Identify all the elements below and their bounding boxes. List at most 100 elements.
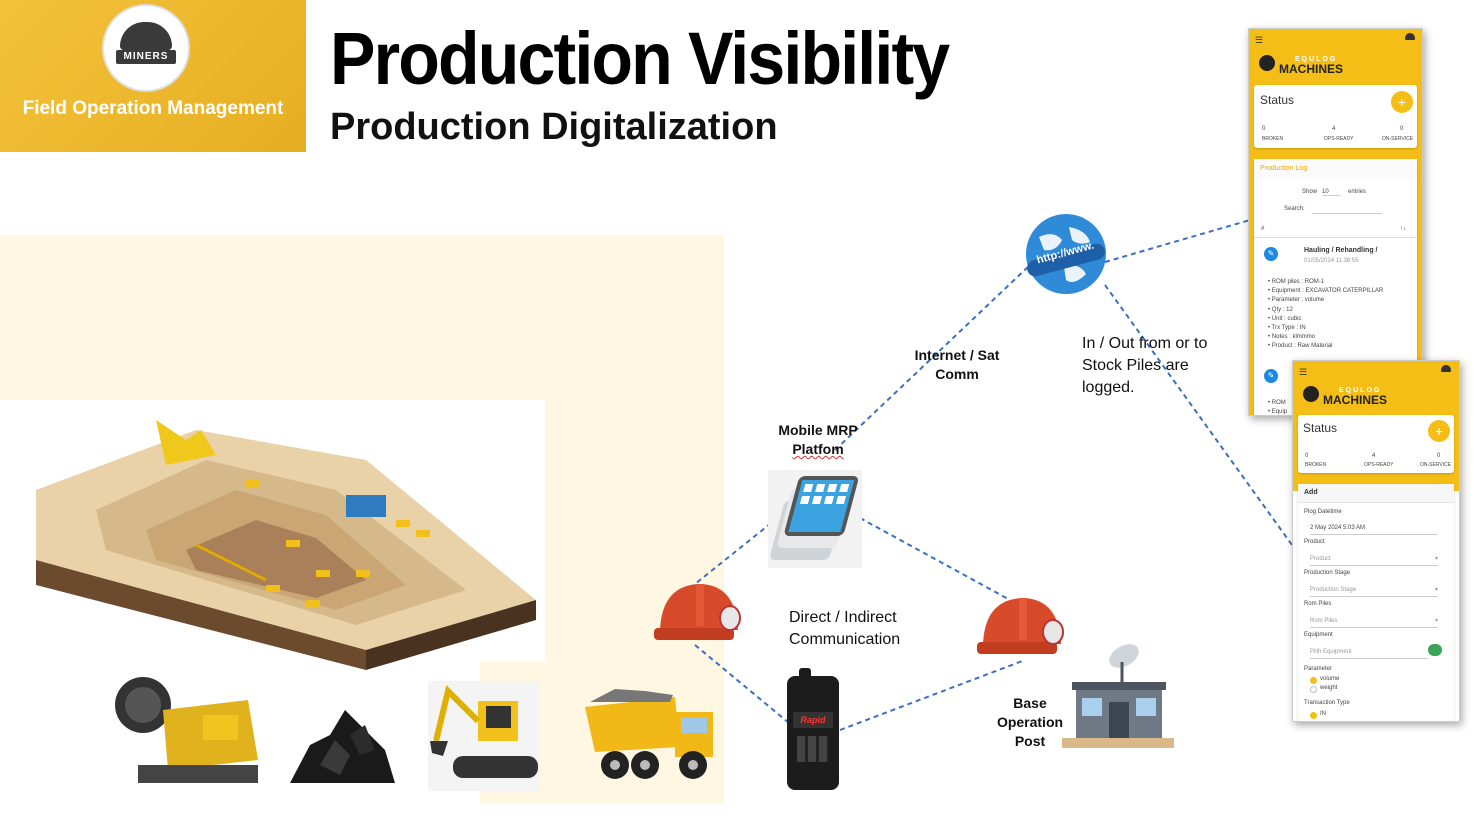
radio-in[interactable] xyxy=(1310,712,1317,719)
add-button[interactable]: + xyxy=(1428,420,1450,442)
brand-name: MACHINES xyxy=(1323,393,1388,407)
on-service-count: 0 xyxy=(1437,453,1441,459)
broken-label: BROKEN xyxy=(1305,462,1327,468)
chevron-down-icon: ▾ xyxy=(1434,556,1438,562)
detail-item: • Notes : klmmmo xyxy=(1268,334,1316,341)
field-worker-helmet-icon xyxy=(654,584,741,640)
detail-item: • Parameter : volume xyxy=(1268,297,1325,304)
equipment-input[interactable]: Pilih Equipment xyxy=(1310,646,1428,659)
dump-truck-image xyxy=(585,689,713,779)
add-button[interactable]: + xyxy=(1391,91,1413,113)
open-pit-mine-illustration xyxy=(36,420,536,670)
equipment-label: Equipment xyxy=(1304,632,1333,638)
broken-count: 0 xyxy=(1305,453,1309,459)
column-hash[interactable]: # xyxy=(1261,226,1265,232)
page-title: Production Visibility xyxy=(330,17,950,100)
parameter-label: Parameter xyxy=(1304,666,1333,672)
radio-weight[interactable] xyxy=(1310,686,1317,693)
helmet-avatar-icon[interactable] xyxy=(1405,33,1415,40)
line-helmet-to-radio xyxy=(694,644,796,729)
continuous-miner-image xyxy=(115,677,258,783)
weight-option: weight xyxy=(1320,685,1338,691)
sort-icon[interactable]: ↑↓ xyxy=(1400,226,1406,232)
internet-globe-icon xyxy=(1026,214,1106,294)
ops-ready-label: OPS-READY xyxy=(1324,136,1354,142)
status-card: Status + 0 BROKEN 4 OPS-READY 0 ON-SERVI… xyxy=(1298,415,1454,473)
entries-select[interactable]: 10 xyxy=(1322,189,1340,196)
volume-option: volume xyxy=(1320,676,1340,682)
mobile-platform-label: Mobile MRP Platfom xyxy=(778,422,858,457)
plog-datetime-label: Plog Datetime xyxy=(1304,509,1342,515)
base-station-building-icon xyxy=(1062,644,1174,748)
internet-label: Internet / Sat Comm xyxy=(914,347,1000,382)
base-operation-post-label: Base Operation Post xyxy=(996,695,1064,749)
brand-top: EQULOG xyxy=(1295,56,1338,63)
brand-top: EQULOG xyxy=(1339,387,1382,394)
in-option: IN xyxy=(1320,711,1326,717)
on-service-label: ON-SERVICE xyxy=(1420,462,1452,468)
two-way-radio-icon: Rapid xyxy=(787,668,839,790)
brand-panel: MINERS Field Operation Management xyxy=(0,0,306,152)
rom-piles-label: Rom Piles xyxy=(1304,601,1332,607)
detail-item: • Trx Type : IN xyxy=(1268,325,1306,332)
detail-item: • Qty : 12 xyxy=(1268,306,1293,313)
entry-details: • ROM piles : ROM-1 • Equipment : EXCAVA… xyxy=(1268,278,1383,352)
ops-ready-count: 4 xyxy=(1332,126,1336,132)
equlog-logo-icon xyxy=(1259,55,1275,71)
line-mobile-to-helmet2 xyxy=(859,517,1011,601)
chevron-down-icon: ▾ xyxy=(1434,587,1438,593)
status-card: Status + 0 BROKEN 4 OPS-READY 0 ON-SERVI… xyxy=(1254,85,1417,148)
logo-text: MINERS xyxy=(116,50,176,64)
coal-pile-image xyxy=(290,710,395,783)
menu-icon[interactable]: ☰ xyxy=(1255,35,1264,45)
add-production-phone: ☰ EQULOG MACHINES Status + 0 BROKEN 4 OP… xyxy=(1292,360,1460,722)
edit-entry-icon[interactable]: ✎ xyxy=(1264,247,1278,261)
edit-entry-icon-2[interactable]: ✎ xyxy=(1264,369,1278,383)
detail-item: • Unit : cubic xyxy=(1268,315,1302,322)
chevron-down-icon: ▾ xyxy=(1434,618,1438,624)
brand-tagline: Field Operation Management xyxy=(22,98,284,119)
equlog-logo-icon xyxy=(1303,386,1319,402)
rom-piles-select[interactable]: Rom Piles▾ xyxy=(1310,615,1438,628)
search-label: Search: xyxy=(1284,206,1305,212)
entry-date: 01/05/2024 11:38:55 xyxy=(1304,258,1359,264)
detail-item: • Product : Raw Material xyxy=(1268,343,1333,350)
search-input[interactable] xyxy=(1312,213,1382,214)
production-stage-label: Production Stage xyxy=(1304,570,1351,576)
line-radio-to-helmet2 xyxy=(839,659,1026,731)
miners-logo: MINERS xyxy=(104,6,188,90)
status-title: Status xyxy=(1260,93,1295,107)
ops-ready-label: OPS-READY xyxy=(1364,462,1394,468)
status-title: Status xyxy=(1303,421,1338,435)
helmet-avatar-icon[interactable] xyxy=(1441,365,1451,372)
line-globe-to-phone1 xyxy=(1104,219,1251,263)
broken-count: 0 xyxy=(1262,126,1266,132)
on-service-label: ON-SERVICE xyxy=(1382,136,1414,142)
transaction-type-label: Transaction Type xyxy=(1304,700,1350,706)
direct-communication-label: Direct / Indirect Communication xyxy=(789,609,901,648)
radio-brand: Rapid xyxy=(793,712,833,728)
trailing-details: • ROM • Equip xyxy=(1268,400,1288,415)
base-operator-helmet-icon xyxy=(977,598,1064,654)
plog-datetime-input[interactable]: 2 May 2024 5:03 AM xyxy=(1310,522,1438,535)
product-select[interactable]: Product▾ xyxy=(1310,553,1438,566)
detail-item: • Equipment : EXCAVATOR CATERPILLAR xyxy=(1268,288,1384,295)
broken-label: BROKEN xyxy=(1262,136,1284,142)
entry-title: Hauling / Rehandling / xyxy=(1304,247,1378,254)
show-label: Show xyxy=(1302,189,1318,195)
stockpile-log-label: In / Out from or to Stock Piles are logg… xyxy=(1082,335,1208,396)
page-subtitle: Production Digitalization xyxy=(330,106,778,148)
ops-ready-count: 4 xyxy=(1372,453,1376,459)
menu-icon[interactable]: ☰ xyxy=(1299,367,1308,377)
excavator-image xyxy=(428,681,540,791)
product-label: Product xyxy=(1304,539,1325,545)
add-title: Add xyxy=(1304,489,1318,496)
equipment-picker-button[interactable] xyxy=(1428,644,1442,656)
add-form-card: Add Plog Datetime 2 May 2024 5:03 AM Pro… xyxy=(1298,484,1454,721)
entries-label: entries xyxy=(1348,189,1367,195)
radio-volume[interactable] xyxy=(1310,677,1317,684)
brand-name: MACHINES xyxy=(1279,62,1344,76)
production-stage-select[interactable]: Production Stage▾ xyxy=(1310,584,1438,597)
on-service-count: 0 xyxy=(1400,126,1404,132)
detail-item: • ROM piles : ROM-1 xyxy=(1268,279,1325,285)
